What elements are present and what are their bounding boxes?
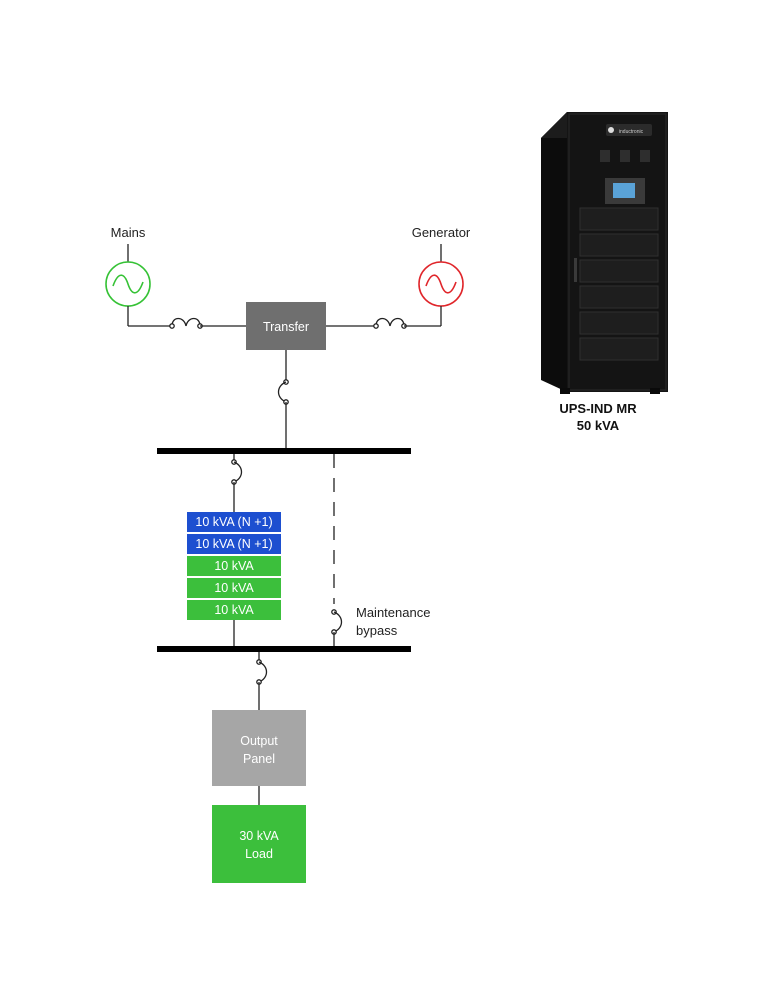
mains-source-icon [105,244,151,326]
bypass-label-line2: bypass [356,623,398,638]
module-0 [187,512,281,532]
brand-badge [606,124,652,136]
product-name-line1: UPS-IND MR [559,401,637,416]
module-2-label: 10 kVA [214,559,254,573]
module-4-label: 10 kVA [214,603,254,617]
module-stack: 10 kVA (N +1) 10 kVA (N +1) 10 kVA 10 kV… [187,512,281,620]
top-bus-bar [157,448,411,454]
maintenance-bypass-line [331,454,343,646]
module-2 [187,556,281,576]
module-4 [187,600,281,620]
brand-text: inductronic [619,129,644,135]
transfer-label: Transfer [263,320,309,334]
lcd-screen [613,183,635,198]
load-line2: Load [245,847,273,861]
module-3 [187,578,281,598]
module-1 [187,534,281,554]
mains-label: Mains [111,225,146,240]
generator-label: Generator [412,225,471,240]
output-panel-line1: Output [240,734,278,748]
output-panel-line2: Panel [243,752,275,766]
module-0-label: 10 kVA (N +1) [195,515,272,529]
load-box [212,805,306,883]
module-3-label: 10 kVA [214,581,254,595]
product-name-line2: 50 kVA [577,418,620,433]
mains-feed-line [128,317,246,329]
generator-feed-line [326,317,441,329]
module-input-breaker [231,454,243,512]
output-breaker [256,652,268,710]
transfer-box [246,302,326,350]
transfer-breaker [277,350,289,448]
generator-source-icon [418,244,464,326]
bottom-bus-bar [157,646,411,652]
bypass-label-line1: Maintenance [356,605,430,620]
output-panel-box [212,710,306,786]
ups-cabinet-image: inductronic [541,112,668,394]
module-1-label: 10 kVA (N +1) [195,537,272,551]
load-line1: 30 kVA [239,829,279,843]
